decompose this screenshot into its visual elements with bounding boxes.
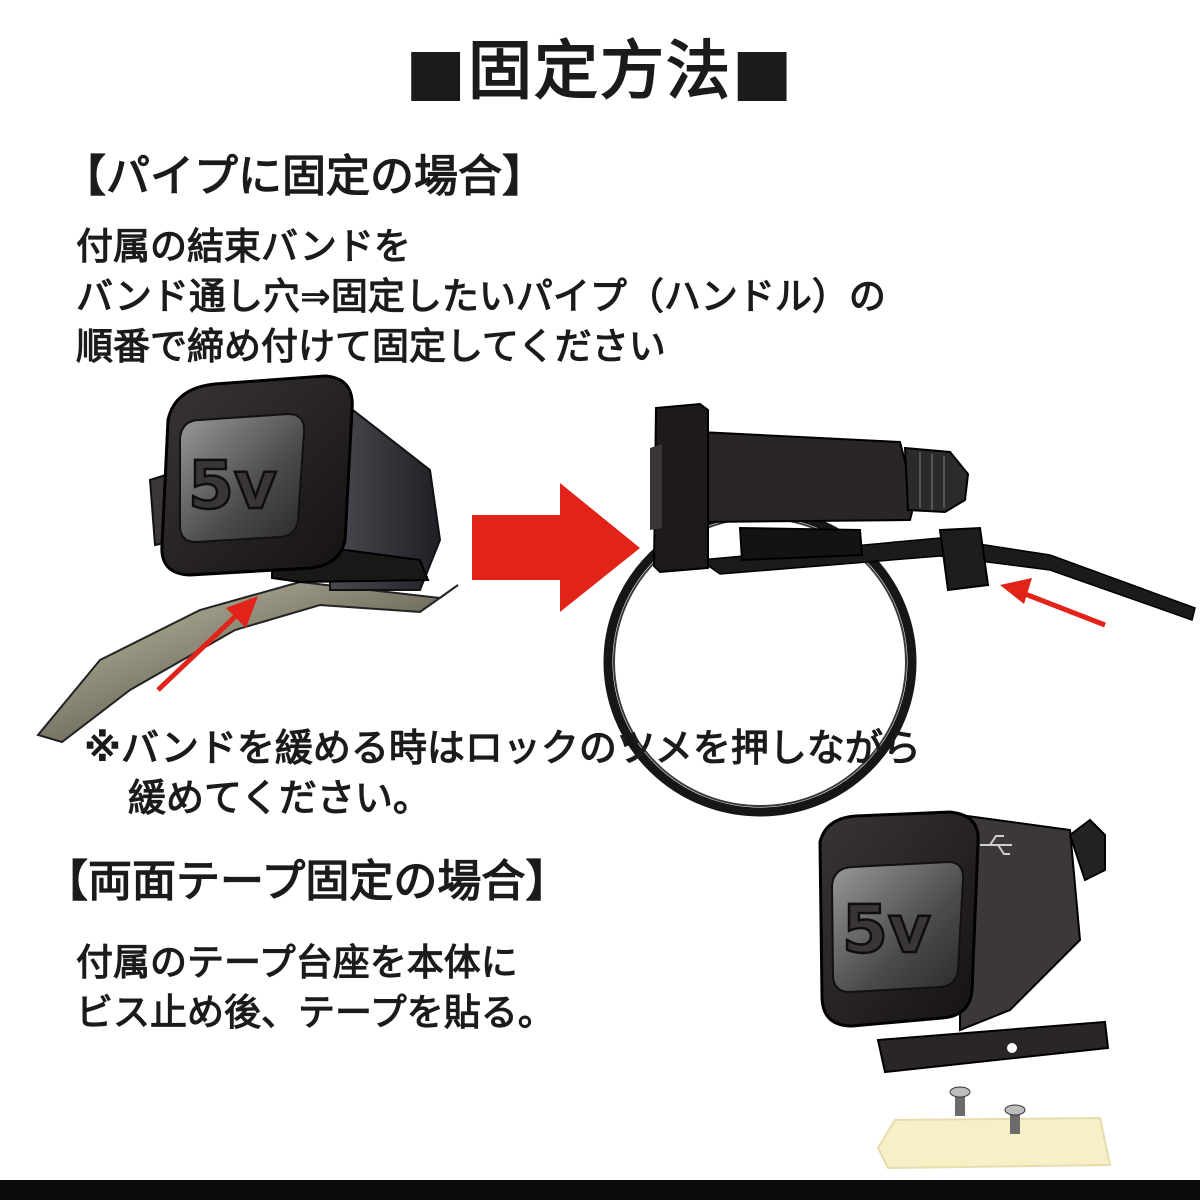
pipe-instruction-line: 順番で締め付けて固定してください [76, 325, 666, 368]
page-title: ■固定方法■ [405, 35, 795, 109]
device-after [603, 402, 1196, 817]
tape-section-heading: 【両面テープ固定の場合】 [44, 856, 570, 907]
release-note: ※バンドを緩める時はロックのツメを押しながら 緩めてください。 [84, 723, 921, 823]
usb-icon [980, 835, 1012, 855]
tape-instruction-line: 付属のテープ台座を本体に [76, 941, 518, 984]
pipe-instructions: 付属の結束バンドを バンド通し穴⇒固定したいパイプ（ハンドル）の 順番で締め付け… [76, 222, 886, 372]
pipe-section-heading: 【パイプに固定の場合】 [62, 151, 546, 202]
note-line: ※バンドを緩める時はロックのツメを押しながら [84, 726, 921, 770]
tape-instructions: 付属のテープ台座を本体に ビス止め後、テープを貼る。 [76, 938, 555, 1038]
note-line: 緩めてください。 [128, 776, 431, 820]
insert-arrow [156, 610, 242, 692]
device-before: 5v [36, 374, 459, 744]
arrow-right-icon [472, 483, 640, 612]
device-label-2: 5v [842, 891, 931, 968]
tape-instruction-line: ビス止め後、テープを貼る。 [76, 991, 555, 1034]
lock-arrow [1019, 589, 1106, 628]
pipe-instruction-line: バンド通し穴⇒固定したいパイプ（ハンドル）の [76, 275, 886, 318]
bottom-bar [0, 1180, 1200, 1200]
tape-pad [876, 1116, 1112, 1170]
device-label: 5v [188, 447, 277, 524]
pipe-instruction-line: 付属の結束バンドを [76, 225, 411, 268]
device-tape: 5v [818, 810, 1112, 1170]
